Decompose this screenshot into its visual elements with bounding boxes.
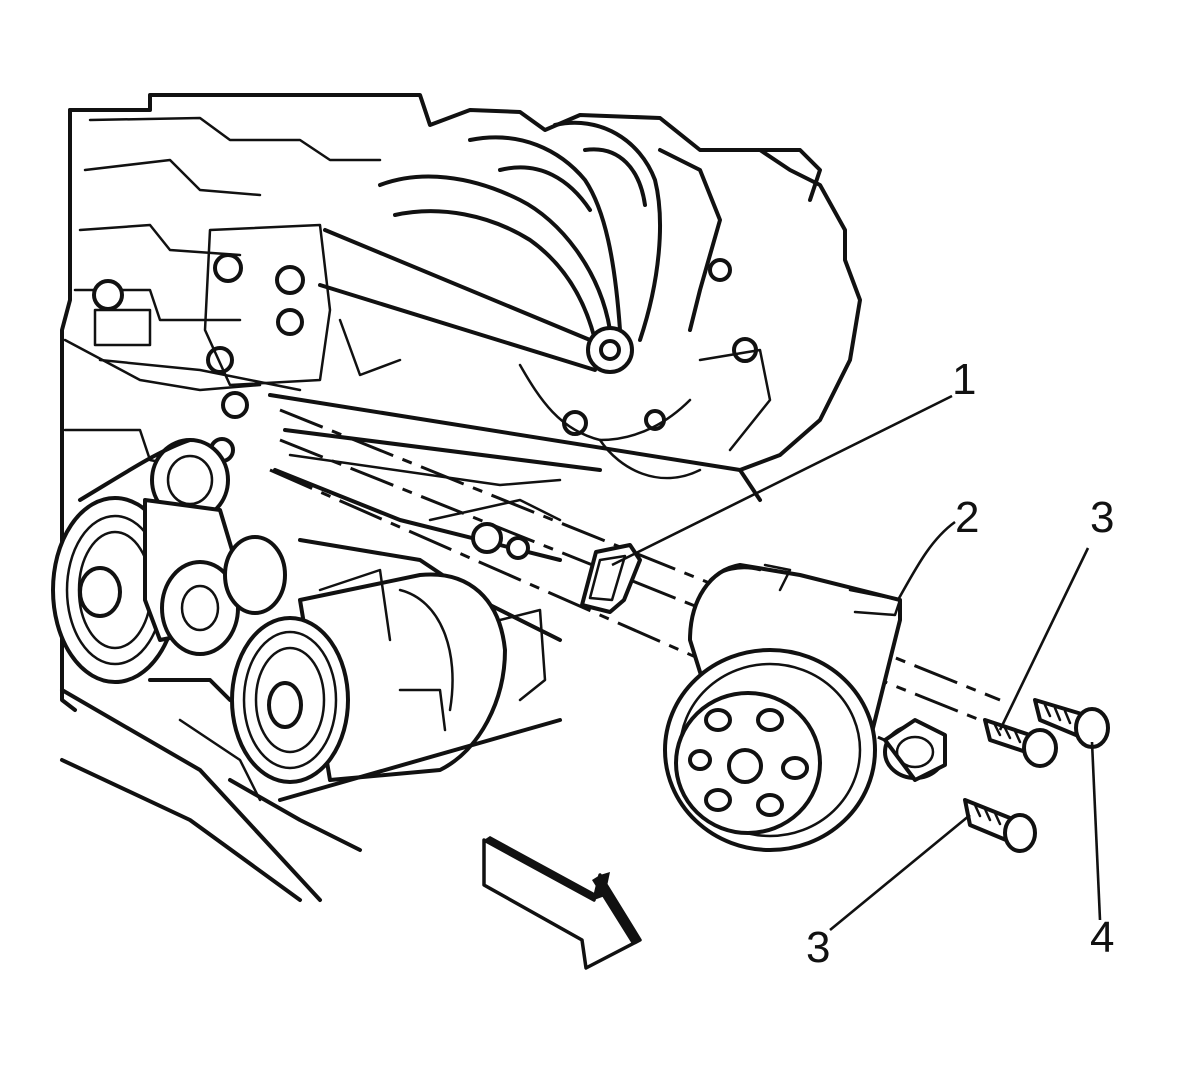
leader-lines (611, 394, 1102, 932)
bolt-lower (963, 798, 1037, 853)
bolt-upper-left (983, 718, 1058, 768)
callout-1: 1 (952, 355, 976, 404)
part-gasket (580, 543, 642, 614)
compressor-unit (228, 568, 547, 852)
part-bolts (963, 698, 1110, 853)
callout-3-lower: 3 (806, 923, 830, 972)
callout-3-upper: 3 (1090, 493, 1114, 542)
direction-arrow-icon (482, 836, 642, 970)
callout-2: 2 (955, 493, 979, 542)
accessory-drive-pulleys (51, 438, 287, 702)
callout-4: 4 (1090, 913, 1114, 962)
engine-lower-housing (268, 393, 762, 642)
engine-block (60, 93, 862, 712)
subframe (60, 688, 562, 902)
part-water-pump (663, 563, 947, 852)
